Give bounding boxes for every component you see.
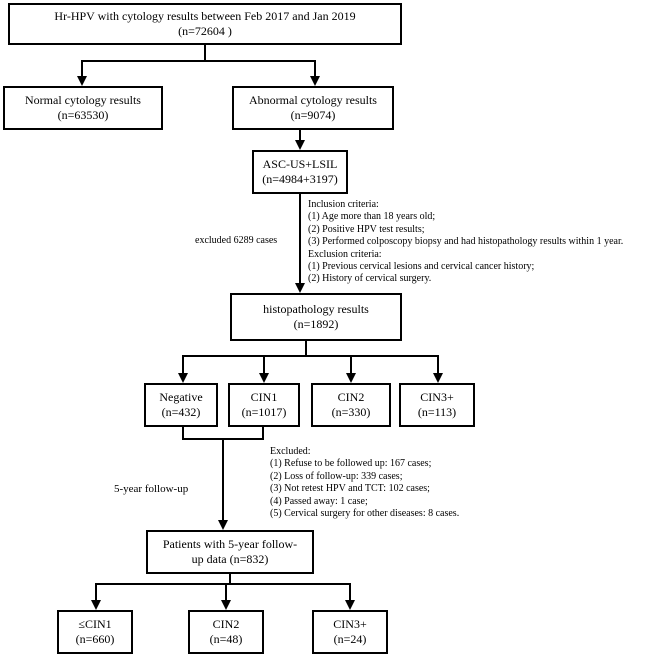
box-abnormal-cytology: Abnormal cytology results (n=9074) — [232, 86, 394, 130]
criteria-note-line: (1) Previous cervical lesions and cervic… — [308, 261, 535, 273]
arrow-head — [221, 600, 231, 610]
box-le-cin1-line2: (n=660) — [75, 632, 115, 646]
connector-line — [204, 45, 206, 61]
box-cin3-plus-line1: CIN3+ — [420, 390, 454, 404]
arrow-head — [310, 76, 320, 86]
box-le-cin1-line1: ≤CIN1 — [78, 617, 112, 631]
box-asc-us-lsil-line1: ASC-US+LSIL — [262, 157, 338, 171]
connector-line — [305, 341, 307, 356]
box-asc-us-lsil-line2: (n=4984+3197) — [262, 172, 338, 186]
box-cin3-plus: CIN3+ (n=113) — [399, 383, 475, 427]
followup-excluded-line: (1) Refuse to be followed up: 167 cases; — [270, 458, 432, 470]
connector-line — [95, 583, 97, 600]
box-cin2-line1: CIN2 — [337, 390, 365, 404]
connector-line — [349, 583, 351, 600]
box-outcome-cin2-line2: (n=48) — [209, 632, 243, 646]
box-le-cin1: ≤CIN1 (n=660) — [57, 610, 133, 654]
criteria-note: Inclusion criteria: (1) Age more than 18… — [308, 199, 623, 286]
followup-label: 5-year follow-up — [114, 483, 189, 495]
box-outcome-cin3-plus: CIN3+ (n=24) — [312, 610, 388, 654]
criteria-note-line: (2) History of cervical surgery. — [308, 273, 432, 285]
connector-line — [182, 355, 439, 357]
criteria-note-line: Exclusion criteria: — [308, 248, 382, 260]
box-histopathology-line2: (n=1892) — [293, 317, 339, 331]
connector-line — [229, 574, 231, 584]
connector-line — [81, 60, 316, 62]
arrow-head — [295, 140, 305, 150]
box-outcome-cin3-plus-line2: (n=24) — [333, 632, 367, 646]
followup-excluded-note: Excluded: (1) Refuse to be followed up: … — [270, 446, 459, 520]
arrow-head — [218, 520, 228, 530]
box-cin1: CIN1 (n=1017) — [228, 383, 300, 427]
box-5-year-follow-up: Patients with 5-year follow- up data (n=… — [146, 530, 314, 574]
box-outcome-cin3-plus-line1: CIN3+ — [333, 617, 367, 631]
followup-excluded-line: (4) Passed away: 1 case; — [270, 495, 368, 507]
arrow-head — [346, 373, 356, 383]
box-asc-us-lsil: ASC-US+LSIL (n=4984+3197) — [252, 150, 348, 194]
connector-line — [314, 60, 316, 76]
box-cin1-line1: CIN1 — [250, 390, 278, 404]
box-negative-line1: Negative — [159, 390, 203, 404]
followup-excluded-line: (5) Cervical surgery for other diseases:… — [270, 508, 460, 520]
arrow-head — [345, 600, 355, 610]
connector-line — [299, 194, 301, 283]
connector-line — [225, 583, 227, 600]
arrow-head — [178, 373, 188, 383]
box-normal-cytology-line2: (n=63530) — [57, 108, 109, 122]
connector-line — [222, 438, 224, 520]
connector-line — [182, 355, 184, 373]
criteria-note-line: (1) Age more than 18 years old; — [308, 211, 436, 223]
arrow-head — [259, 373, 269, 383]
connector-line — [437, 355, 439, 373]
box-negative: Negative (n=432) — [144, 383, 218, 427]
box-abnormal-cytology-line2: (n=9074) — [290, 108, 336, 122]
connector-line — [81, 60, 83, 76]
box-cin1-line2: (n=1017) — [241, 405, 287, 419]
followup-excluded-line: (3) Not retest HPV and TCT: 102 cases; — [270, 483, 430, 495]
box-cin3-plus-line2: (n=113) — [417, 405, 457, 419]
box-histopathology-line1: histopathology results — [263, 302, 369, 316]
connector-line — [262, 427, 264, 440]
followup-excluded-line: Excluded: — [270, 446, 311, 457]
box-5-year-follow-up-line1: Patients with 5-year follow- — [162, 537, 298, 551]
box-hr-hpv-total: Hr-HPV with cytology results between Feb… — [8, 3, 402, 45]
connector-line — [182, 427, 184, 440]
connector-line — [95, 583, 351, 585]
box-5-year-follow-up-line2: up data (n=832) — [191, 552, 269, 566]
box-histopathology: histopathology results (n=1892) — [230, 293, 402, 341]
box-normal-cytology-line1: Normal cytology results — [25, 93, 141, 107]
arrow-head — [91, 600, 101, 610]
box-negative-line2: (n=432) — [161, 405, 201, 419]
box-hr-hpv-total-line1: Hr-HPV with cytology results between Feb… — [54, 9, 356, 23]
box-normal-cytology: Normal cytology results (n=63530) — [3, 86, 163, 130]
arrow-head — [77, 76, 87, 86]
box-outcome-cin2: CIN2 (n=48) — [188, 610, 264, 654]
connector-line — [263, 355, 265, 373]
box-abnormal-cytology-line1: Abnormal cytology results — [249, 93, 377, 107]
connector-line — [350, 355, 352, 373]
followup-excluded-line: (2) Loss of follow-up: 339 cases; — [270, 470, 403, 482]
connector-line — [299, 130, 301, 140]
box-cin2-line2: (n=330) — [331, 405, 371, 419]
criteria-note-line: (3) Performed colposcopy biopsy and had … — [308, 236, 624, 248]
box-cin2: CIN2 (n=330) — [311, 383, 391, 427]
arrow-head — [295, 283, 305, 293]
criteria-note-line: Inclusion criteria: — [308, 199, 379, 210]
box-outcome-cin2-line1: CIN2 — [212, 617, 240, 631]
arrow-head — [433, 373, 443, 383]
excluded-cases-label: excluded 6289 cases — [195, 235, 278, 246]
criteria-note-line: (2) Positive HPV test results; — [308, 223, 425, 235]
box-hr-hpv-total-line2: (n=72604 ) — [178, 24, 232, 38]
